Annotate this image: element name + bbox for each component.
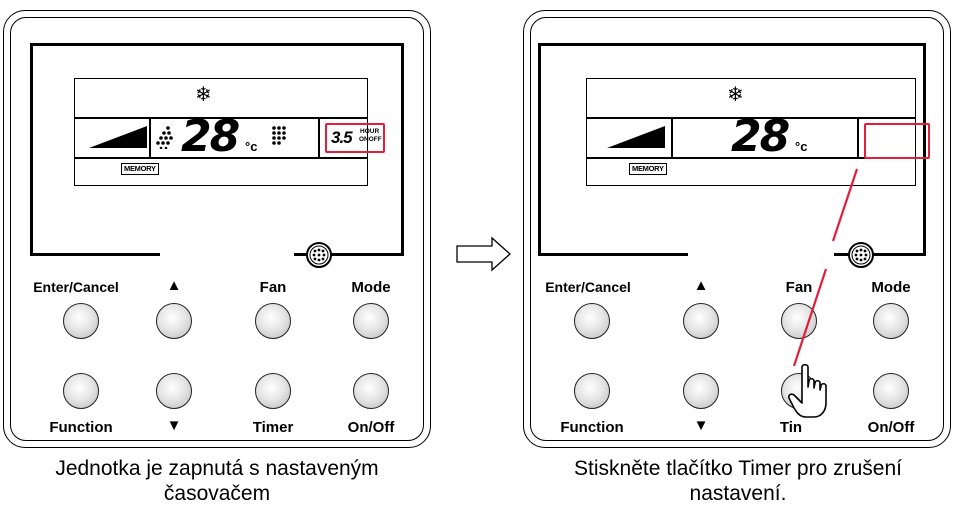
sensor-icon [848, 242, 874, 268]
caption-right: Stiskněte tlačítko Timer pro zrušení nas… [523, 456, 953, 506]
airflow-dots-icon [272, 126, 286, 145]
lcd-divider-top [587, 117, 915, 119]
lcd-divider-bottom [587, 157, 915, 159]
caption-left-line2: časovačem [163, 482, 271, 506]
caption-right-line2: nastavení. [689, 482, 787, 506]
lcd-divider-vertical-1 [149, 117, 151, 157]
remote-panel-right: ❄ 28 °c MEMORY Enter/Cancel ▲ Fan Mode F… [523, 10, 951, 448]
lcd-display: ❄ 28 °c 3.5 HOUR ONOFF MEMORY [74, 78, 385, 186]
enter-cancel-button[interactable] [574, 303, 610, 339]
up-label: ▲ [166, 277, 182, 294]
snowflake-icon: ❄ [727, 84, 744, 106]
caption-left-line1: Jednotka je zapnutá s nastaveným [55, 457, 379, 480]
remote-panel-left: ❄ 28 °c 3.5 HOUR ONOFF MEMORY Enter/Canc… [3, 10, 431, 448]
pointing-hand-icon [788, 363, 827, 418]
fan-label: Fan [785, 279, 813, 296]
timer-label: Timer [252, 419, 294, 436]
lcd-divider-bottom [75, 157, 367, 159]
down-button[interactable] [683, 373, 719, 409]
on-off-label: On/Off [347, 419, 395, 436]
caption-left: Jednotka je zapnutá s nastaveným časovač… [3, 456, 431, 506]
lcd-divider-vertical-2 [318, 117, 320, 157]
on-off-label: On/Off [867, 419, 915, 436]
fan-button[interactable] [781, 303, 817, 339]
display-frame [538, 43, 926, 256]
lcd-divider-top [75, 117, 367, 119]
display-bottom-line-left [30, 253, 160, 256]
on-off-button[interactable] [873, 373, 909, 409]
lcd-divider-vertical-2 [857, 117, 859, 157]
mode-button[interactable] [353, 303, 389, 339]
snowflake-icon: ❄ [195, 84, 212, 106]
timer-value: 3.5 [331, 128, 353, 147]
function-label: Function [49, 419, 113, 436]
lcd-display: ❄ 28 °c MEMORY [586, 78, 930, 186]
mode-label: Mode [871, 279, 911, 296]
airflow-dots-icon [156, 126, 173, 149]
temperature-unit: °c [795, 139, 808, 154]
timer-unit-hour: HOUR [360, 128, 380, 135]
caption-right-line1: Stiskněte tlačítko Timer pro zrušení [574, 457, 902, 480]
lcd-divider-vertical-1 [671, 117, 673, 157]
mode-button[interactable] [873, 303, 909, 339]
mode-label: Mode [351, 279, 391, 296]
timer-highlight-box [325, 123, 385, 153]
memory-indicator: MEMORY [121, 163, 159, 175]
down-label: ▼ [166, 417, 182, 434]
function-label: Function [560, 419, 624, 436]
up-label: ▲ [693, 277, 709, 294]
signal-bars-icon [89, 126, 147, 148]
down-button[interactable] [156, 373, 192, 409]
enter-cancel-label: Enter/Cancel [545, 279, 631, 295]
panel-inner-border [10, 17, 424, 441]
temperature-unit: °c [245, 139, 258, 154]
fan-label: Fan [259, 279, 287, 296]
display-bottom-line-right [294, 253, 404, 256]
right-arrow-icon [456, 236, 511, 272]
function-button[interactable] [574, 373, 610, 409]
timer-highlight-box [864, 123, 930, 159]
panel-inner-border [530, 17, 944, 441]
timer-button[interactable] [255, 373, 291, 409]
callout-line [792, 168, 859, 367]
enter-cancel-label: Enter/Cancel [33, 279, 119, 295]
display-bottom-line-right [834, 253, 926, 256]
temperature-display: 28 [731, 111, 790, 162]
down-label: ▼ [693, 417, 709, 434]
display-frame [30, 43, 404, 256]
timer-label: Tin [779, 419, 803, 436]
function-button[interactable] [63, 373, 99, 409]
enter-cancel-button[interactable] [63, 303, 99, 339]
memory-indicator: MEMORY [629, 163, 667, 175]
signal-bars-icon [607, 126, 665, 148]
sensor-icon [306, 242, 332, 268]
timer-unit-onoff: ONOFF [359, 136, 382, 143]
up-button[interactable] [156, 303, 192, 339]
temperature-display: 28 [181, 111, 240, 162]
up-button[interactable] [683, 303, 719, 339]
on-off-button[interactable] [353, 373, 389, 409]
fan-button[interactable] [255, 303, 291, 339]
display-bottom-line-left [538, 253, 688, 256]
